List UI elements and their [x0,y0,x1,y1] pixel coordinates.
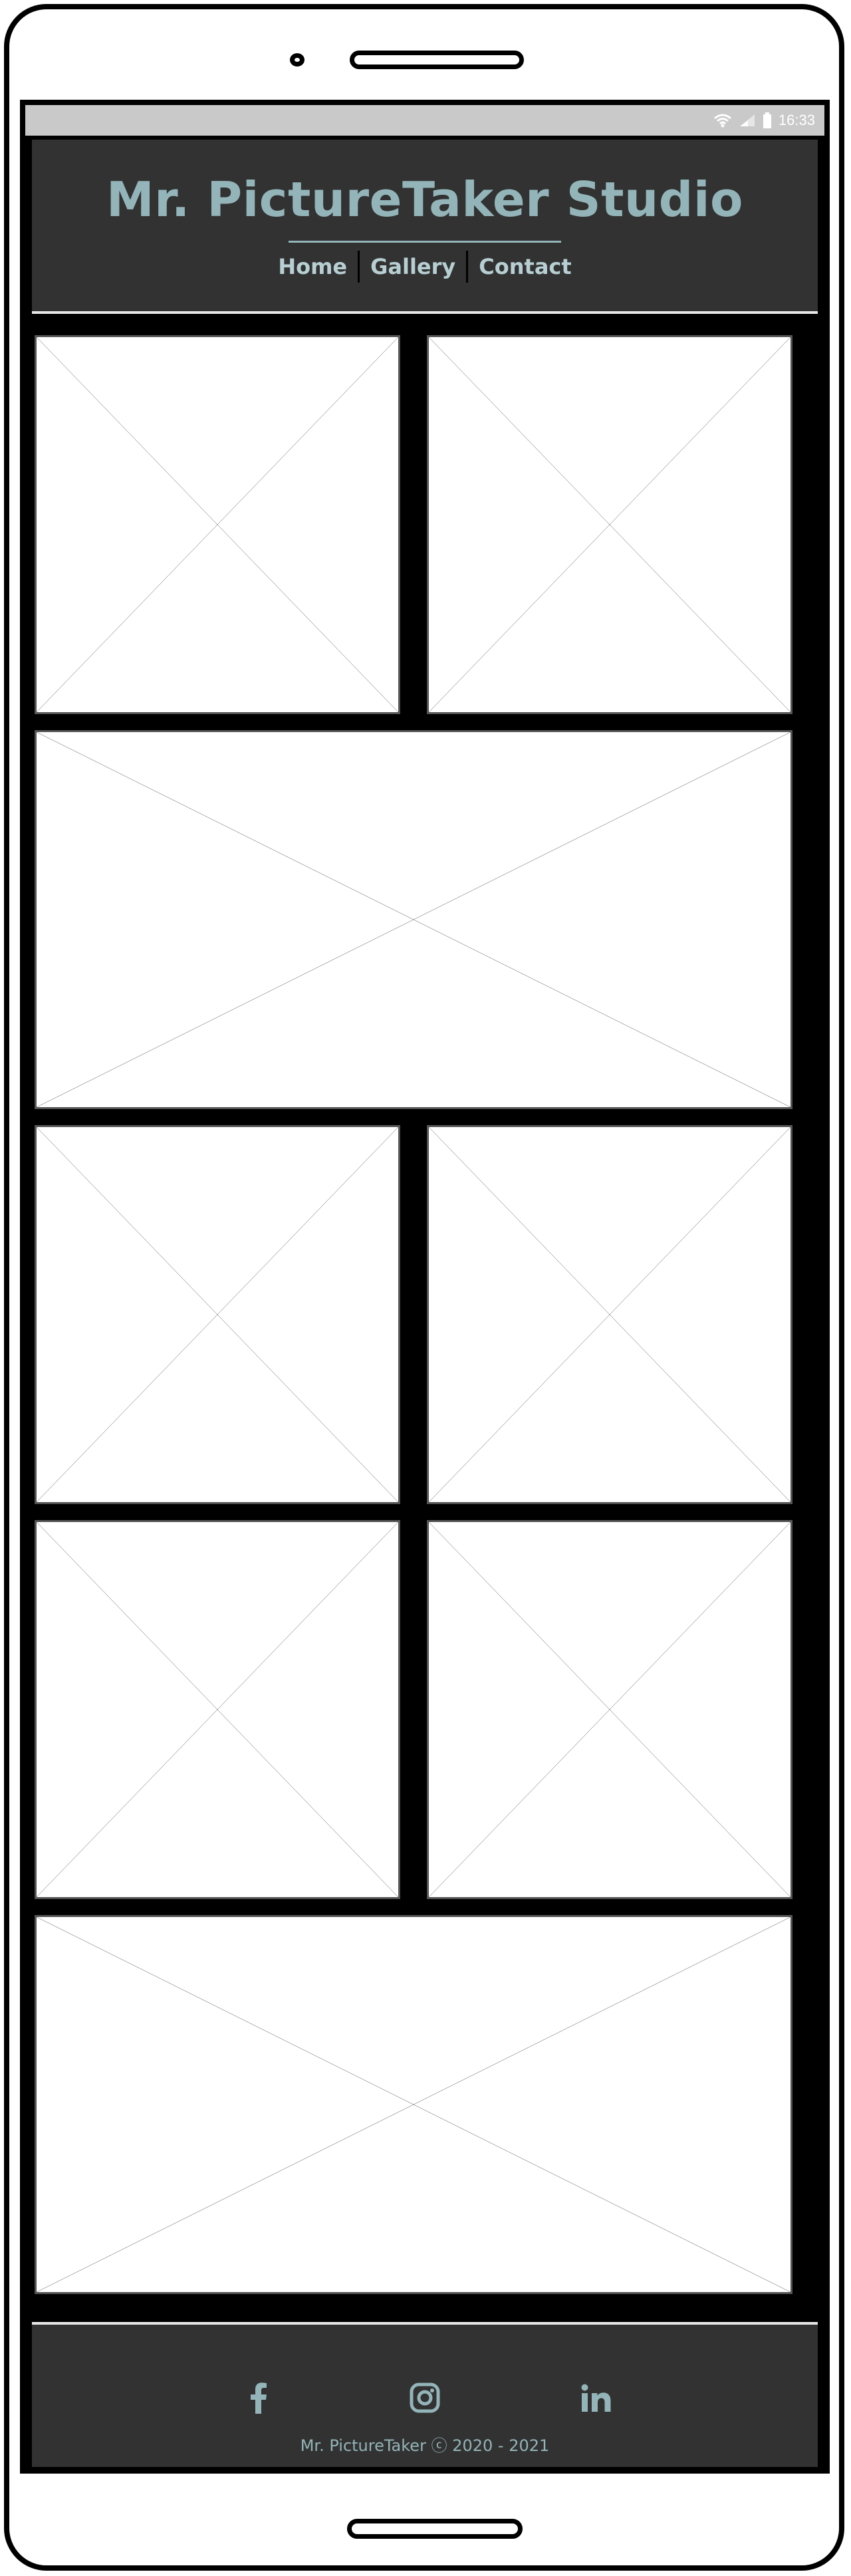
image-placeholder-icon [37,732,790,1107]
gallery-image-placeholder[interactable] [35,1915,792,2294]
image-placeholder-icon [429,1522,790,1897]
image-placeholder-icon [37,1522,398,1897]
nav-home-link[interactable]: Home [278,254,348,279]
image-placeholder-icon [37,1127,398,1502]
gallery-image-placeholder[interactable] [35,1125,400,1504]
nav-contact-link[interactable]: Contact [479,254,572,279]
instagram-icon[interactable] [405,2378,445,2418]
status-time: 16:33 [778,112,815,128]
gallery-image-placeholder[interactable] [427,335,792,714]
image-placeholder-icon [37,337,398,712]
nav-divider [466,251,469,283]
status-bar: 16:33 [25,105,824,136]
image-placeholder-icon [429,337,790,712]
gallery-image-placeholder[interactable] [427,1520,792,1899]
image-placeholder-icon [429,1127,790,1502]
gallery-image-placeholder[interactable] [35,730,792,1109]
nav-divider [358,251,360,283]
site-footer: Mr. PictureTaker ⓒ 2020 - 2021 [32,2322,818,2467]
main-nav: Home Gallery Contact [32,251,818,283]
nav-gallery-link[interactable]: Gallery [370,254,456,279]
gallery-image-placeholder[interactable] [35,1520,400,1899]
camera-icon [290,53,304,66]
home-button[interactable] [347,2519,523,2539]
title-underline [289,241,561,243]
copyright-text: Mr. PictureTaker ⓒ 2020 - 2021 [300,2436,550,2455]
speaker-grille [350,51,524,69]
gallery-image-placeholder[interactable] [35,335,400,714]
battery-icon [763,112,772,128]
image-placeholder-icon [37,1917,790,2292]
wifi-icon [713,113,732,128]
phone-screen: 16:33 Mr. PictureTaker Studio Home Galle… [20,100,830,2474]
facebook-icon[interactable] [239,2378,279,2418]
site-header: Mr. PictureTaker Studio Home Gallery Con… [32,140,818,314]
linkedin-icon[interactable] [576,2378,616,2418]
signal-icon [739,113,756,128]
site-title: Mr. PictureTaker Studio [106,172,743,227]
gallery-image-placeholder[interactable] [427,1125,792,1504]
